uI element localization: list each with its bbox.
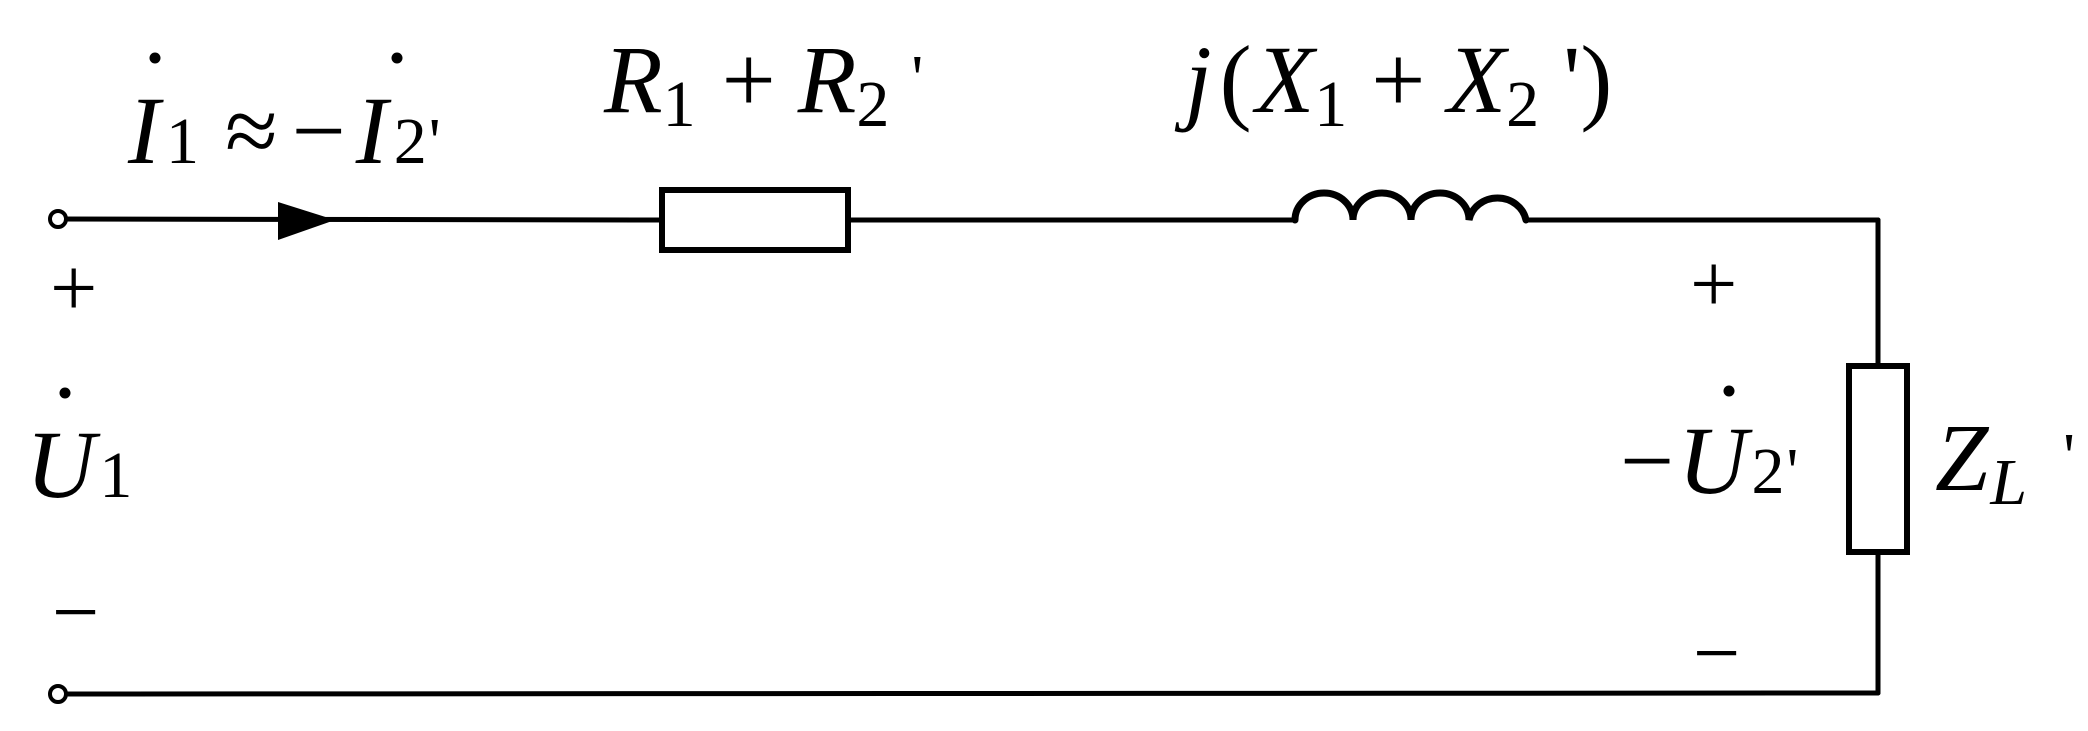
svg-text:U1: U1 xyxy=(26,411,132,518)
resistor-r1-symbol: R xyxy=(603,26,663,133)
phasor-dot xyxy=(59,387,71,399)
series-inductor xyxy=(1291,189,1530,224)
load-u2-subscript: 2 xyxy=(1751,435,1784,508)
current-arrow xyxy=(278,202,335,240)
source-voltage-label: + U1 − xyxy=(26,242,132,659)
load-impedance xyxy=(1846,363,1910,555)
prime-mark: ' xyxy=(2063,420,2075,493)
reactance-x1-symbol: X xyxy=(1252,26,1318,133)
current-i1-symbol: I xyxy=(127,77,164,184)
current-i2-symbol: I xyxy=(355,77,392,184)
svg-text:j(X1+X2'): j(X1+X2') xyxy=(1174,26,1612,141)
resistor-r1-subscript: 1 xyxy=(663,68,696,141)
phasor-dot xyxy=(1723,385,1735,397)
source-plus-sign: + xyxy=(50,242,97,335)
wire-top-left xyxy=(55,216,665,223)
input-terminal-top xyxy=(48,209,68,229)
prime-close-paren: ') xyxy=(1563,26,1612,133)
wire-bottom xyxy=(55,690,1881,697)
current-label: I1≈−I2' xyxy=(127,52,441,184)
svg-text:I1≈−I2': I1≈−I2' xyxy=(127,77,441,184)
prime-mark: ' xyxy=(911,42,923,115)
minus-sign: − xyxy=(292,77,346,184)
load-negation-sign: − xyxy=(1620,407,1674,514)
resistor-label: R1+R2' xyxy=(603,26,923,141)
svg-text:R1+R2': R1+R2' xyxy=(603,26,923,141)
phasor-dot xyxy=(391,52,403,64)
reactance-x2-subscript: 2 xyxy=(1506,68,1539,141)
prime-mark: ' xyxy=(1786,435,1798,508)
svg-text:−U2': −U2' xyxy=(1620,407,1798,514)
source-u1-symbol: U xyxy=(26,411,101,518)
load-u2-symbol: U xyxy=(1678,407,1753,514)
load-impedance-label: ZL ' xyxy=(1935,404,2075,519)
source-u1-subscript: 1 xyxy=(99,439,132,512)
input-terminal-bottom xyxy=(48,684,68,704)
imaginary-unit-j: j xyxy=(1174,26,1212,133)
phasor-dot xyxy=(149,52,161,64)
series-resistor xyxy=(659,187,851,253)
prime-mark: ' xyxy=(429,105,441,178)
current-i1-subscript: 1 xyxy=(166,105,199,178)
load-plus-sign: + xyxy=(1690,238,1737,331)
impedance-z-subscript: L xyxy=(1989,446,2027,519)
open-parenthesis: ( xyxy=(1220,26,1252,133)
impedance-z-symbol: Z xyxy=(1935,404,1990,511)
plus-sign: + xyxy=(1371,26,1425,133)
plus-sign: + xyxy=(722,26,776,133)
approx-sign: ≈ xyxy=(225,77,278,184)
resistor-r2-symbol: R xyxy=(797,26,857,133)
inductor-label: j(X1+X2') xyxy=(1174,26,1612,141)
svg-text:ZL': ZL ' xyxy=(1935,404,2075,519)
current-i2-subscript: 2 xyxy=(394,105,427,178)
reactance-x1-subscript: 1 xyxy=(1314,68,1347,141)
source-minus-sign: − xyxy=(52,566,99,659)
load-voltage-label: + −U2' − xyxy=(1620,238,1798,700)
resistor-r2-subscript: 2 xyxy=(856,68,889,141)
reactance-x2-symbol: X xyxy=(1443,26,1509,133)
load-minus-sign: − xyxy=(1693,607,1740,700)
